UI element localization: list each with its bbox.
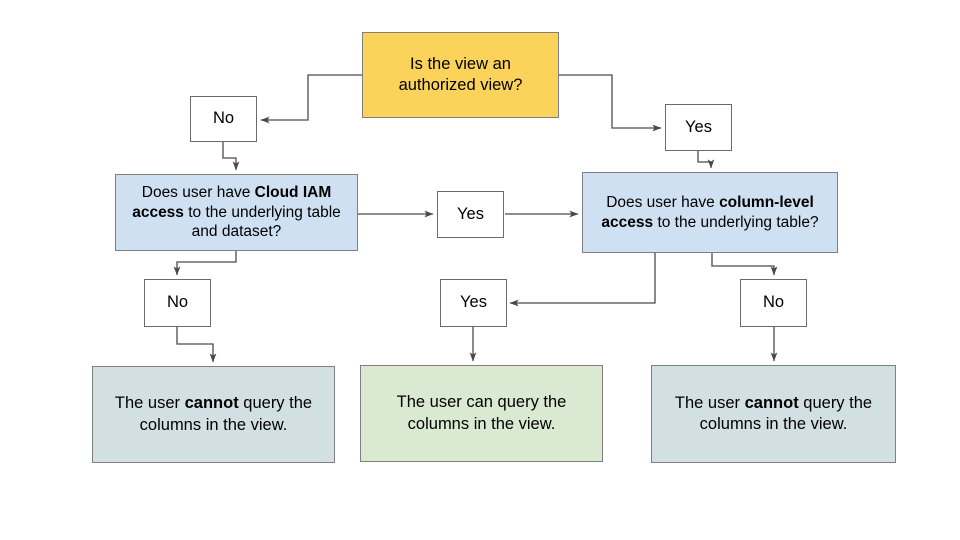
edge-start-to-no [260, 74, 362, 124]
result-allow-text: The user can query the columns in the vi… [396, 393, 567, 433]
iam-question-text: Does user have Cloud IAM access to the u… [132, 183, 341, 241]
start-yes-text: Yes [685, 117, 712, 136]
edge-iam-to-no [173, 250, 237, 276]
node-iam-no-label[interactable]: No [144, 279, 211, 327]
node-iam-yes-label[interactable]: Yes [437, 191, 504, 238]
node-result-iam-deny[interactable]: The user cannot query the columns in the… [92, 366, 335, 463]
result-iam-deny-text: The user cannot query the columns in the… [114, 394, 313, 434]
edge-start-to-yes [559, 74, 662, 132]
result-column-deny-text: The user cannot query the columns in the… [674, 393, 873, 433]
iam-yes-text: Yes [457, 204, 484, 223]
node-column-question[interactable]: Does user have column-level access to th… [582, 172, 838, 253]
node-iam-question[interactable]: Does user have Cloud IAM access to the u… [115, 174, 358, 251]
edge-column-to-yes [509, 253, 656, 307]
start-no-text: No [212, 109, 235, 128]
node-result-allow[interactable]: The user can query the columns in the vi… [360, 365, 603, 462]
node-start-yes-label[interactable]: Yes [665, 104, 732, 151]
column-no-text: No [762, 293, 785, 312]
node-column-yes-label[interactable]: Yes [440, 279, 507, 327]
column-question-text: Does user have column-level access to th… [601, 193, 819, 231]
edge-no-to-iam [222, 142, 240, 171]
node-start-no-label[interactable]: No [190, 96, 257, 142]
node-result-column-deny[interactable]: The user cannot query the columns in the… [651, 365, 896, 463]
node-column-no-label[interactable]: No [740, 279, 807, 327]
iam-no-text: No [166, 293, 189, 312]
edge-yes-to-column [697, 151, 715, 169]
edge-column-to-no [711, 253, 778, 276]
column-yes-text: Yes [460, 293, 487, 312]
edge-no-to-deny-left [176, 327, 217, 363]
